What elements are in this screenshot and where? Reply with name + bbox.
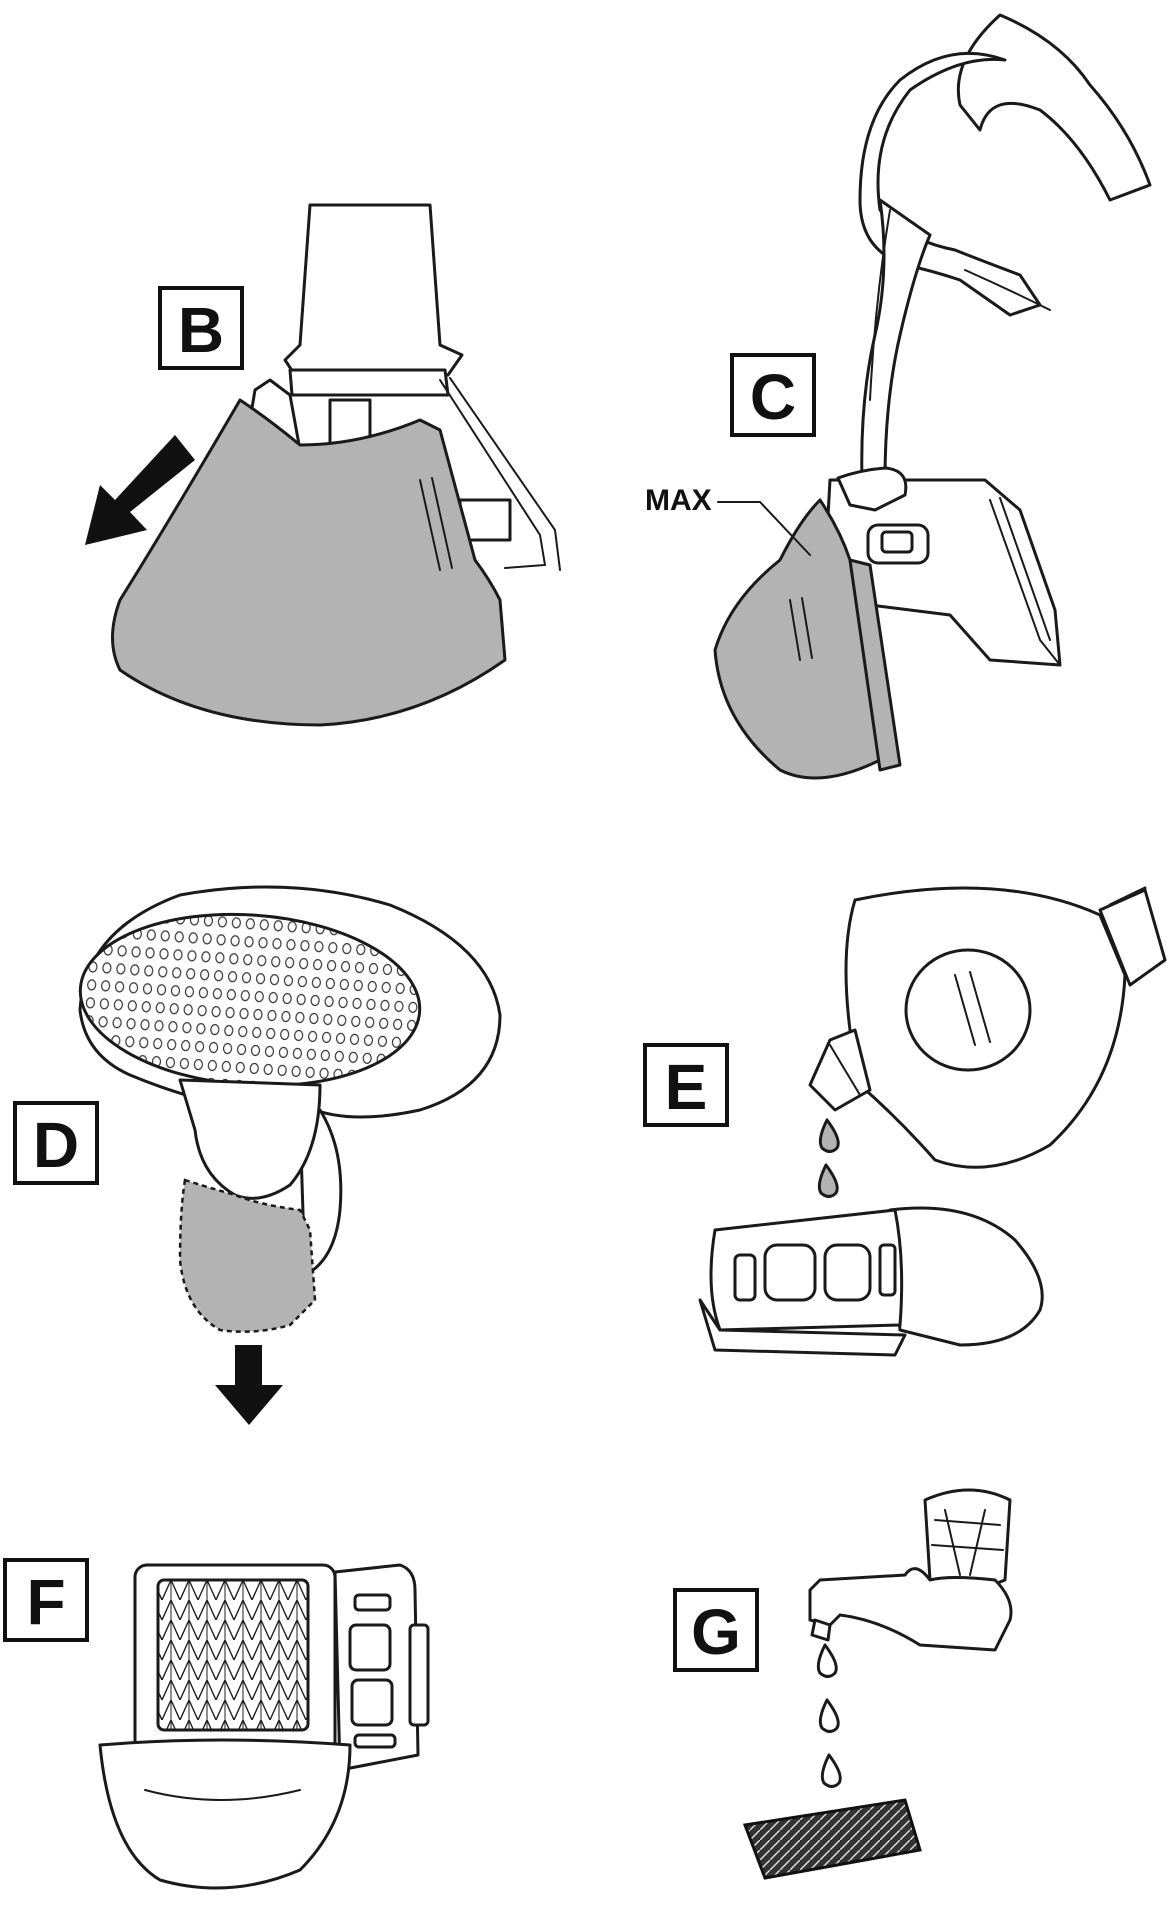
panel-f: F xyxy=(3,1558,430,1890)
drop-icon xyxy=(818,1118,840,1153)
panel-g: G xyxy=(673,1488,1013,1880)
label-g: G xyxy=(691,1596,741,1668)
arrow-icon xyxy=(85,435,195,545)
drop-icon xyxy=(816,1643,838,1678)
label-box-d xyxy=(13,1101,99,1185)
label-box-g xyxy=(673,1588,759,1672)
arrow-icon xyxy=(215,1345,283,1425)
label-f: F xyxy=(26,1566,65,1638)
label-box-b xyxy=(158,286,244,370)
label-box-c xyxy=(730,353,816,437)
panel-c: MAX C xyxy=(645,13,1152,780)
drop-icon xyxy=(818,1698,840,1733)
drop-icon xyxy=(820,1753,842,1788)
label-e: E xyxy=(665,1051,708,1123)
panel-b: B xyxy=(85,203,561,727)
max-label: MAX xyxy=(645,484,712,517)
label-c: C xyxy=(750,361,796,433)
panel-e: E xyxy=(643,886,1167,1357)
panel-d: D xyxy=(13,885,502,1425)
label-box-e xyxy=(643,1043,729,1127)
drop-icon xyxy=(817,1163,839,1198)
label-d: D xyxy=(33,1109,79,1181)
label-box-f xyxy=(3,1558,89,1642)
label-b: B xyxy=(178,294,224,366)
